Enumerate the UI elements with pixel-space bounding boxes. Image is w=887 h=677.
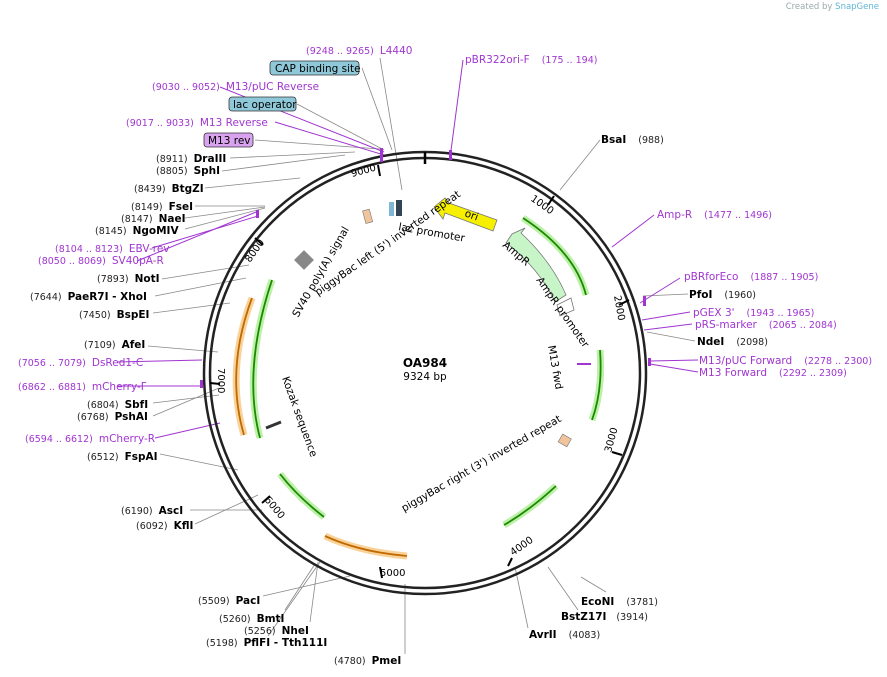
- enzyme-fsei: (8149)FseI: [131, 201, 193, 213]
- primer-sv40pa-r: (8050 .. 8069)SV40pA-R: [38, 255, 164, 267]
- primer-marker-m13fwd: [648, 358, 651, 366]
- enzyme-bmti: (5260)BmtI: [219, 613, 284, 625]
- primer-marker-pbr322: [449, 150, 452, 160]
- enzyme-paer7i-xhoi: (7644)PaeR7I - XhoI: [30, 291, 147, 303]
- ori-arrow: [433, 197, 498, 232]
- primer-pgex3: pGEX 3'(1943 .. 1965): [693, 307, 814, 319]
- cap-label: CAP binding site: [275, 63, 361, 75]
- enzyme-naei: (8147)NaeI: [121, 213, 186, 225]
- enzyme-econi: EcoNI(3781): [581, 596, 658, 608]
- tick-1000: 1000: [528, 193, 555, 217]
- enzyme-bsai: BsaI(988): [601, 134, 664, 146]
- enzyme-fspai: (6512)FspAI: [87, 451, 158, 463]
- sv40-box: [294, 250, 314, 270]
- tick-5000: 5000: [380, 568, 405, 579]
- enzyme-draiii: (8911)DraIII: [156, 153, 226, 165]
- orange-arc-1-bg: [323, 532, 408, 560]
- credit-brand: SnapGene: [835, 2, 879, 12]
- enzyme-btgzi: (8439)BtgZI: [134, 183, 204, 195]
- snapgene-credit: Created by SnapGene: [786, 2, 879, 12]
- credit-prefix: Created by: [785, 2, 833, 12]
- enzyme-ngomiv: (8145)NgoMIV: [95, 225, 179, 237]
- enzyme-pflfi-tth111i: (5198)PflFI - Tth111I: [206, 637, 327, 649]
- enzyme-nhei: (5256)NheI: [244, 625, 309, 637]
- primer-labels: (9248 .. 9265)L4440 (9030 .. 9052)M13/pU…: [18, 45, 872, 445]
- boxed-labels: CAP binding site lac operator M13 rev: [203, 60, 361, 148]
- enzyme-sbfi: (6804)SbfI: [87, 399, 148, 411]
- enzyme-labels-right: BsaI(988) PfoI(1960) NdeI(2098) EcoNI(37…: [529, 134, 768, 641]
- primer-mcherry-f: (6862 .. 6881)mCherry-F: [18, 381, 147, 393]
- primer-marker-mcherry: [200, 380, 203, 388]
- primer-mcherry-r: (6594 .. 6612)mCherry-R: [25, 433, 155, 445]
- enzyme-paci: (5509)PacI: [198, 595, 260, 607]
- orange-arc-2: [235, 297, 253, 436]
- tick-marks: [209, 164, 630, 579]
- green-arc-4: [279, 473, 325, 518]
- enzyme-pmei: (4780)PmeI: [334, 655, 401, 667]
- pb-right-box: [557, 433, 572, 448]
- enzyme-afei: (7109)AfeI: [84, 339, 145, 351]
- enzyme-avrii: AvrII(4083): [529, 629, 600, 641]
- primer-m13-reverse: (9017 .. 9033)M13 Reverse: [126, 117, 268, 129]
- primer-marker-pbrforeco: [643, 296, 646, 306]
- enzyme-asci: (6190)AscI: [121, 505, 183, 517]
- pb-left-box: [362, 208, 374, 224]
- tick-7000: 7000: [215, 368, 226, 393]
- primer-marker-ebv: [256, 210, 259, 218]
- tick-4000: 4000: [508, 535, 535, 559]
- tick-2000: 2000: [611, 295, 626, 322]
- green-arc-2: [591, 349, 602, 421]
- enzyme-pfoi: PfoI(1960): [689, 289, 756, 301]
- primer-pbr322ori-f: pBR322ori-F(175 .. 194): [465, 54, 597, 66]
- primer-m13-forward: M13 Forward(2292 .. 2309): [699, 367, 847, 379]
- kozak-label: Kozak sequence: [279, 375, 319, 459]
- enzyme-kfli: (6092)KflI: [136, 520, 193, 532]
- primer-l4440: (9248 .. 9265)L4440: [306, 45, 412, 57]
- ampr-arrow: [505, 227, 567, 303]
- enzyme-bspei: (7450)BspEI: [79, 309, 149, 321]
- enzyme-bstz17i: BstZ17I(3914): [561, 611, 648, 623]
- green-arc-3: [503, 485, 557, 526]
- green-arc-4-bg: [277, 471, 327, 520]
- cap-box: [389, 202, 394, 216]
- lac-box: [396, 200, 402, 216]
- m13rev-label: M13 rev: [208, 135, 251, 147]
- enzyme-pshai: (6768)PshAI: [77, 411, 148, 423]
- ampr-promoter-arrow: [556, 297, 575, 317]
- primer-marker-m13rev: [380, 148, 383, 162]
- enzyme-ndei: NdeI(2098): [697, 336, 768, 348]
- primer-ebv-rev: (8104 .. 8123)EBV-rev: [55, 243, 170, 255]
- plasmid-name: OA984: [403, 356, 447, 370]
- plasmid-size: 9324 bp: [403, 371, 447, 383]
- primer-m13puc-forward: M13/pUC Forward(2278 .. 2300): [699, 355, 872, 367]
- primer-amp-r: Amp-R(1477 .. 1496): [657, 209, 772, 221]
- primer-prs-marker: pRS-marker(2065 .. 2084): [695, 319, 837, 331]
- enzyme-sphi: (8805)SphI: [156, 165, 220, 177]
- m13fwd-label: M13 fwd: [545, 344, 565, 390]
- green-arc-1: [522, 217, 587, 296]
- ori-label: ori: [463, 208, 480, 224]
- tick-9000: 9000: [350, 163, 377, 180]
- tick-3000: 3000: [603, 426, 620, 453]
- kozak-mark: [265, 420, 282, 430]
- primer-m13puc-reverse: (9030 .. 9052)M13/pUC Reverse: [152, 81, 319, 93]
- green-arc-5: [252, 279, 273, 439]
- lac-operator-label: lac operator: [233, 99, 297, 111]
- orange-arc-1: [324, 535, 408, 557]
- enzyme-labels-left: (4780)PmeI (5509)PacI (5260)BmtI (5256)N…: [30, 153, 401, 667]
- primer-pbrforeco: pBRforEco(1887 .. 1905): [684, 271, 818, 283]
- enzyme-noti: (7893)NotI: [97, 273, 160, 285]
- primer-dsred1-c: (7056 .. 7079)DsRed1-C: [18, 357, 143, 369]
